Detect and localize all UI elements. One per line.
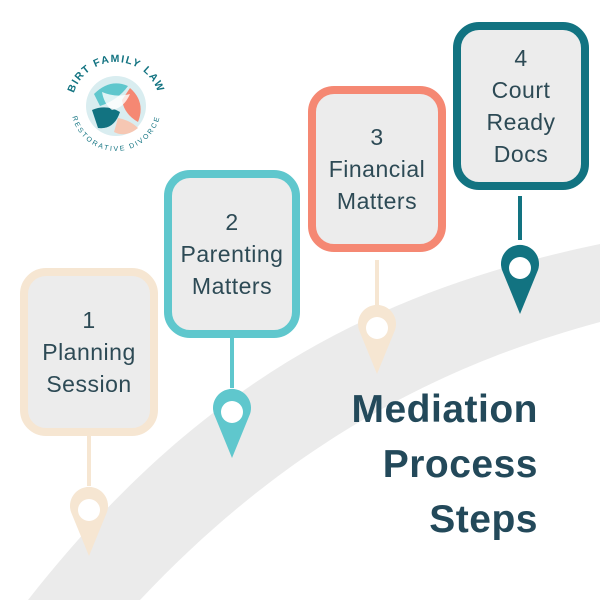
step-3-line-1: Financial — [328, 156, 426, 182]
pin-step4-icon — [501, 244, 539, 314]
step-3-box: 3 Financial Matters — [308, 86, 446, 252]
step-1-line-2: Session — [46, 371, 132, 397]
pin-step1-icon — [70, 486, 108, 556]
step-4-line-3: Docs — [493, 141, 549, 167]
pin-step3-icon — [358, 304, 396, 374]
step-2-line-2: Matters — [191, 273, 273, 299]
step-1-line-1: Planning — [42, 339, 136, 365]
step-4-line-2: Ready — [486, 109, 556, 135]
brand-logo: BIRT FAMILY LAW RESTORATIVE DIVORCE — [58, 48, 174, 164]
title-line-3: Steps — [429, 498, 538, 541]
title-line-1: Mediation — [351, 388, 538, 431]
step-3-line-2: Matters — [336, 188, 418, 214]
pin-step2-icon — [213, 388, 251, 458]
step-2-box: 2 Parenting Matters — [164, 170, 300, 338]
logo-mark-icon: BIRT FAMILY LAW RESTORATIVE DIVORCE — [65, 53, 165, 153]
step-1-number: 1 — [82, 307, 96, 333]
road-inner-shape — [140, 322, 600, 600]
step-4-line-1: Court — [491, 77, 551, 103]
step-1-box: 1 Planning Session — [20, 268, 158, 436]
step-2-number: 2 — [225, 209, 239, 235]
step-4-number: 4 — [514, 45, 528, 71]
page-title: Mediation Process Steps — [352, 382, 539, 547]
step-4-box: 4 Court Ready Docs — [453, 22, 589, 190]
step-3-number: 3 — [370, 124, 384, 150]
step-2-line-1: Parenting — [180, 241, 284, 267]
title-line-2: Process — [382, 443, 538, 486]
